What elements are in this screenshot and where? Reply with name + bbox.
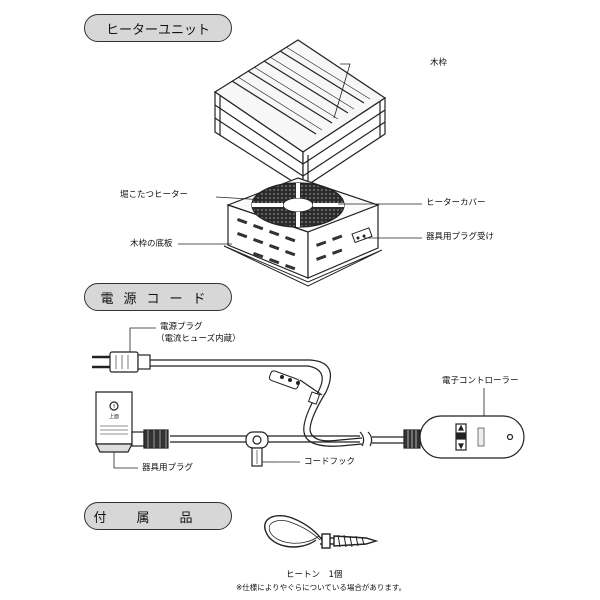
section-title-heater-unit: ヒーターユニット bbox=[84, 14, 232, 42]
label-hook-item: ヒートン 1個 bbox=[286, 570, 343, 580]
label-appliance-socket: 器具用プラグ受け bbox=[426, 232, 495, 242]
label-power-plug-note: （電流ヒューズ内蔵） bbox=[156, 334, 241, 344]
label-frame: 木枠 bbox=[430, 58, 448, 68]
controller-drawing bbox=[276, 388, 525, 463]
label-controller: 電子コントローラー bbox=[442, 376, 519, 386]
label-frame-bottom: 木枠の底板 bbox=[130, 239, 173, 249]
heater-cover bbox=[251, 182, 345, 228]
cord-hook-drawing bbox=[245, 431, 276, 467]
label-kotatsu-heater: 堀こたつヒーター bbox=[120, 190, 189, 200]
power-cord-drawing bbox=[129, 327, 404, 447]
section-title-power-cord: 電源コード bbox=[84, 283, 232, 311]
section-title-accessories: 付属品 bbox=[84, 502, 232, 530]
power-plug-drawing bbox=[92, 351, 151, 373]
label-appliance-plug: 器具用プラグ bbox=[142, 463, 194, 473]
svg-text:上面: 上面 bbox=[109, 413, 119, 420]
screw-hook-drawing bbox=[264, 514, 379, 549]
frame-bottom-plate bbox=[223, 245, 383, 287]
label-heater-cover: ヒーターカバー bbox=[426, 198, 486, 208]
accessory-note: ※仕様によりやぐらについている場合があります。 bbox=[236, 583, 407, 592]
heater-leader-lines bbox=[178, 63, 422, 245]
cord-connector bbox=[268, 370, 321, 405]
appliance-plug-drawing: ↑ 上面 bbox=[95, 391, 169, 469]
label-power-plug: 電源プラグ bbox=[160, 322, 203, 332]
label-cord-hook: コードフック bbox=[304, 457, 356, 467]
svg-text:↑: ↑ bbox=[112, 404, 116, 410]
wooden-frame bbox=[213, 39, 387, 190]
